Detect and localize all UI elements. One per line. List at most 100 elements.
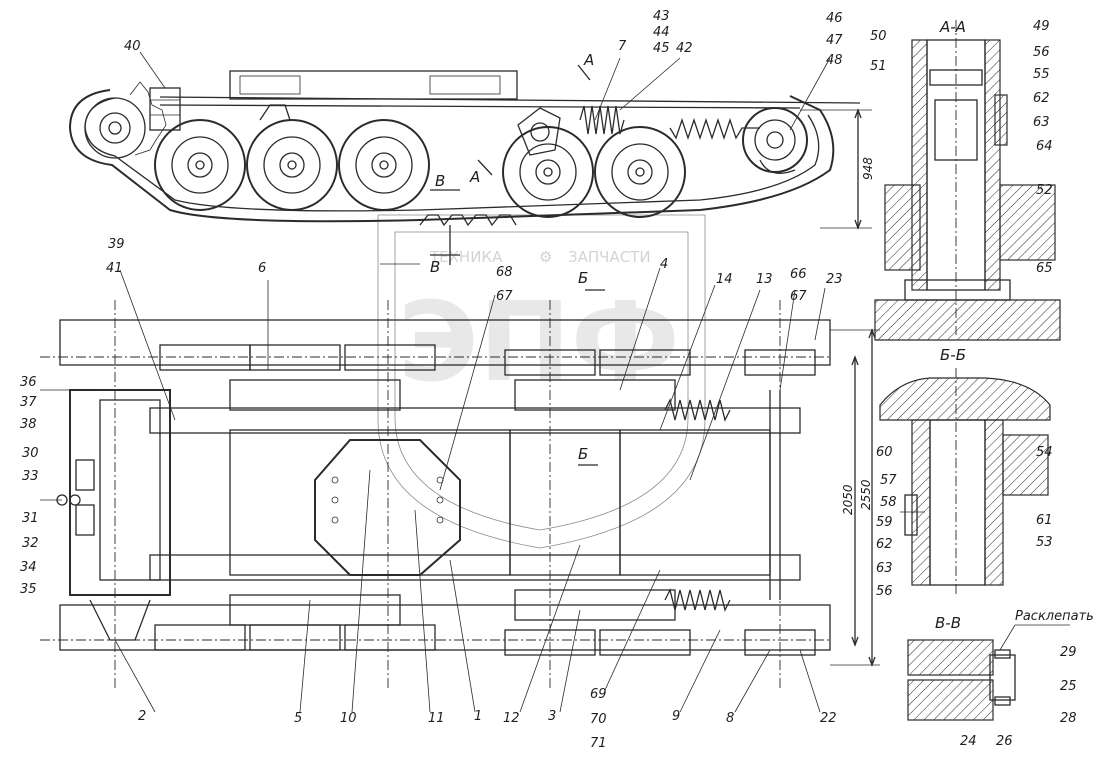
label-50: 50: [870, 29, 887, 44]
label-51: 51: [870, 59, 887, 74]
label-31: 31: [22, 511, 39, 526]
label-29: 29: [1060, 645, 1077, 660]
label-33: 33: [22, 469, 39, 484]
tension-spring-upper: [664, 398, 731, 422]
label-49: 49: [1033, 19, 1050, 34]
road-wheel-3: [338, 119, 430, 211]
label-43: 43: [653, 9, 670, 24]
label-55: 55: [1033, 67, 1050, 82]
watermark-logo: ЭПФ: [398, 278, 680, 406]
label-48: 48: [826, 53, 843, 68]
label-57: 57: [880, 473, 897, 488]
section-bb-title: Б-Б: [940, 346, 966, 364]
label-35: 35: [20, 582, 37, 597]
label-26: 26: [996, 734, 1013, 749]
label-66: 66: [790, 267, 807, 282]
label-56a: 56: [1033, 45, 1050, 60]
hull-top: [229, 70, 518, 100]
label-47: 47: [826, 33, 843, 48]
label-37: 37: [20, 395, 37, 410]
label-69: 69: [590, 687, 607, 702]
label-1: 1: [474, 709, 482, 724]
label-38: 38: [20, 417, 37, 432]
label-7: 7: [618, 39, 627, 54]
section-vv-title: В-В: [935, 614, 961, 632]
label-58: 58: [880, 495, 897, 510]
label-63b: 63: [876, 561, 893, 576]
label-10: 10: [340, 711, 357, 726]
side-view: 948 А А В В: [68, 51, 875, 276]
label-61: 61: [1036, 513, 1053, 528]
road-wheel-4: [502, 126, 594, 218]
label-11: 11: [428, 711, 445, 726]
label-67a: 67: [496, 289, 513, 304]
cut-v-bottom: В: [430, 258, 440, 276]
label-62a: 62: [1033, 91, 1050, 106]
cut-b-top: Б: [578, 269, 588, 287]
label-6: 6: [258, 261, 266, 276]
road-wheel-2: [246, 119, 338, 211]
section-vv: В-В Расклепать: [907, 609, 1094, 721]
label-4: 4: [660, 257, 668, 272]
label-24: 24: [960, 734, 977, 749]
sprocket-wheel: [84, 97, 146, 159]
dim-width-total: 2550: [859, 479, 873, 510]
label-45: 45: [653, 41, 670, 56]
track-left-lower: [59, 604, 831, 651]
label-36: 36: [20, 375, 37, 390]
dim-width-track: 2050: [841, 484, 855, 515]
label-14: 14: [716, 272, 733, 287]
label-28: 28: [1060, 711, 1077, 726]
road-wheel-5: [594, 126, 686, 218]
label-70: 70: [590, 712, 607, 727]
cut-b-bottom: Б: [578, 445, 588, 463]
label-44: 44: [653, 25, 670, 40]
label-52: 52: [1036, 183, 1053, 198]
label-54: 54: [1036, 445, 1053, 460]
label-39: 39: [108, 237, 125, 252]
idler-wheel: [742, 107, 808, 173]
section-aa-title: А-А: [939, 18, 966, 36]
label-63a: 63: [1033, 115, 1050, 130]
label-67b: 67: [790, 289, 807, 304]
watermark-gear-icon: ⚙: [539, 248, 552, 266]
label-9: 9: [672, 709, 680, 724]
cut-a-bottom: А: [469, 168, 480, 186]
cut-a-top: А: [583, 51, 594, 69]
label-56b: 56: [876, 584, 893, 599]
label-23: 23: [826, 272, 843, 287]
label-3: 3: [548, 709, 556, 724]
road-wheel-1: [154, 119, 246, 211]
tension-spring-side: [669, 117, 760, 141]
section-bb: Б-Б: [879, 346, 1051, 595]
label-46: 46: [826, 11, 843, 26]
label-30: 30: [22, 446, 39, 461]
label-32: 32: [22, 536, 39, 551]
watermark-suffix: ЗАПЧАСТИ: [568, 248, 651, 266]
label-8: 8: [726, 711, 734, 726]
section-aa: А-А: [874, 18, 1061, 341]
label-2: 2: [138, 709, 146, 724]
label-12: 12: [503, 711, 520, 726]
label-71: 71: [590, 736, 607, 751]
tension-spring-lower: [664, 588, 731, 612]
label-62b: 62: [876, 537, 893, 552]
leaders: [40, 51, 831, 713]
label-40: 40: [124, 39, 141, 54]
label-68: 68: [496, 265, 513, 280]
dim-height: 948: [861, 157, 875, 180]
label-53: 53: [1036, 535, 1053, 550]
label-64: 64: [1036, 139, 1053, 154]
watermark: ЭПФ ТЕХНИКА ⚙ ЗАПЧАСТИ: [377, 214, 706, 549]
label-13: 13: [756, 272, 773, 287]
label-25: 25: [1060, 679, 1077, 694]
label-41: 41: [106, 261, 123, 276]
label-22: 22: [820, 711, 837, 726]
main-frame: [69, 389, 171, 596]
watermark-brand: ТЕХНИКА: [429, 248, 503, 266]
part-labels: 40 7 43 44 45 42 46 47 48 39 41 6 68 67 …: [20, 9, 1077, 751]
label-60: 60: [876, 445, 893, 460]
label-42: 42: [676, 41, 693, 56]
label-65: 65: [1036, 261, 1053, 276]
